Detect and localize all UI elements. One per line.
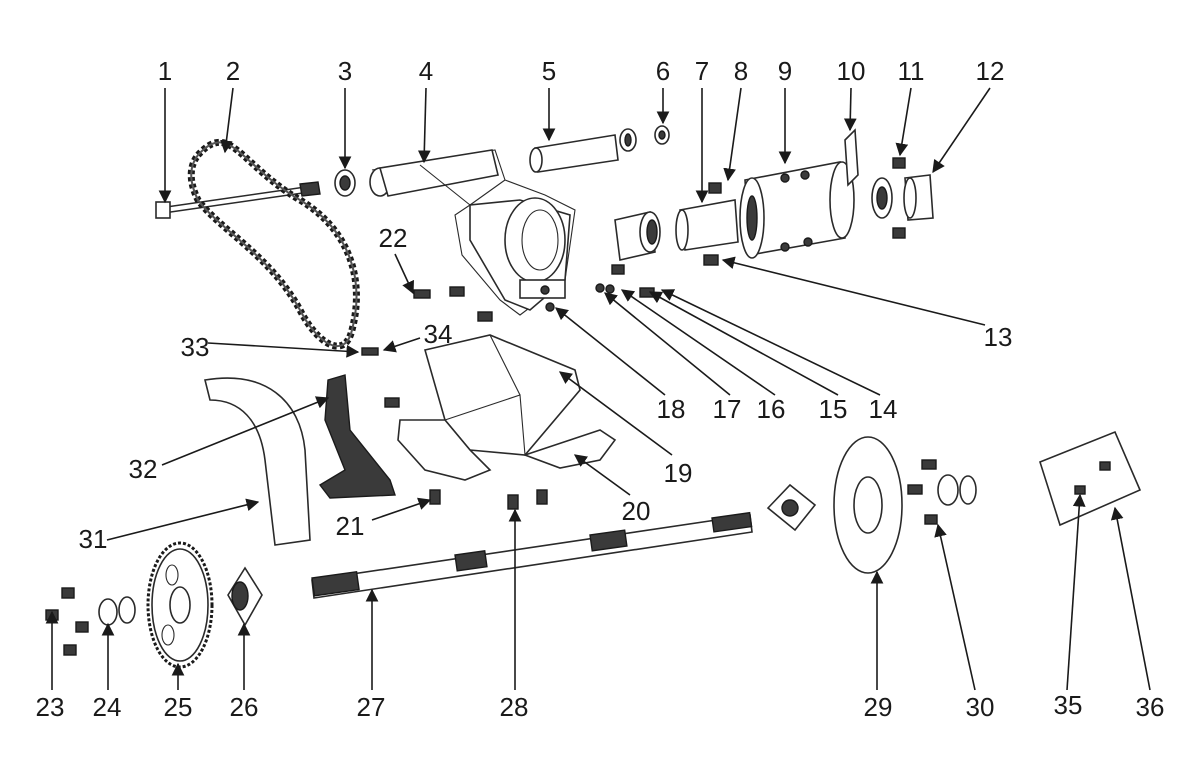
part-axle-hub [766, 483, 817, 532]
callout-13: 13 [984, 322, 1013, 352]
part-26-sprocket-hub [227, 566, 263, 627]
part-9-axle-housing [739, 161, 855, 259]
callout-5: 5 [542, 56, 556, 86]
callout-6: 6 [656, 56, 670, 86]
part-6-bushing [654, 125, 670, 145]
callout-21: 21 [336, 511, 365, 541]
callout-25: 25 [164, 692, 193, 722]
callout-24: 24 [93, 692, 122, 722]
callout-36: 36 [1136, 692, 1165, 722]
callout-14: 14 [869, 394, 898, 424]
callout-17: 17 [713, 394, 742, 424]
callout-1: 1 [158, 56, 172, 86]
part-35-36-cover-panel [1039, 430, 1142, 527]
leader-lines [45, 87, 1151, 691]
callout-26: 26 [230, 692, 259, 722]
part-3-bearing [334, 169, 356, 197]
callout-23: 23 [36, 692, 65, 722]
part-27-rear-axle [311, 511, 753, 599]
part-4-swingarm [369, 149, 576, 316]
callout-19: 19 [664, 458, 693, 488]
callout-2: 2 [226, 56, 240, 86]
callout-7: 7 [695, 56, 709, 86]
callout-22: 22 [379, 223, 408, 253]
callout-15: 15 [819, 394, 848, 424]
callout-4: 4 [419, 56, 433, 86]
callout-11: 11 [898, 56, 925, 86]
callout-16: 16 [757, 394, 786, 424]
part-2-drive-chain [187, 138, 360, 350]
part-24-nuts [98, 596, 136, 626]
part-12-bearing-cap [871, 174, 934, 221]
callout-3: 3 [338, 56, 352, 86]
part-8-bolt [708, 182, 722, 194]
callout-29: 29 [864, 692, 893, 722]
callout-28: 28 [500, 692, 529, 722]
callout-8: 8 [734, 56, 748, 86]
callout-34: 34 [424, 319, 453, 349]
part-29-brake-disc [833, 436, 903, 574]
part-7-bearing-sleeve [614, 199, 739, 261]
parts-14-18-hardware [413, 264, 655, 322]
part-31-rear-fender [204, 377, 311, 546]
callout-18: 18 [657, 394, 686, 424]
callout-31: 31 [79, 524, 108, 554]
part-5-spacer-tube [529, 128, 637, 173]
callout-30: 30 [966, 692, 995, 722]
callout-numbers: 1 2 3 4 5 6 7 8 9 10 11 12 13 14 15 16 1… [36, 56, 1165, 722]
callout-27: 27 [357, 692, 386, 722]
part-19-20-skid-plate [384, 334, 617, 481]
callout-20: 20 [622, 496, 651, 526]
callout-35: 35 [1054, 690, 1083, 720]
callout-10: 10 [837, 56, 866, 86]
part-32-bracket-plate [318, 374, 396, 499]
part-33-34-pin [361, 347, 379, 356]
callout-12: 12 [976, 56, 1005, 86]
part-13-bolt [703, 254, 719, 266]
callout-33: 33 [181, 332, 210, 362]
callout-9: 9 [778, 56, 792, 86]
callout-32: 32 [129, 454, 158, 484]
part-25-sprocket [146, 541, 214, 669]
part-30-disc-bolts [907, 459, 977, 525]
part-21-28-bolts [429, 489, 548, 510]
part-10-bracket [844, 128, 859, 187]
part-11-bolts [892, 157, 906, 239]
